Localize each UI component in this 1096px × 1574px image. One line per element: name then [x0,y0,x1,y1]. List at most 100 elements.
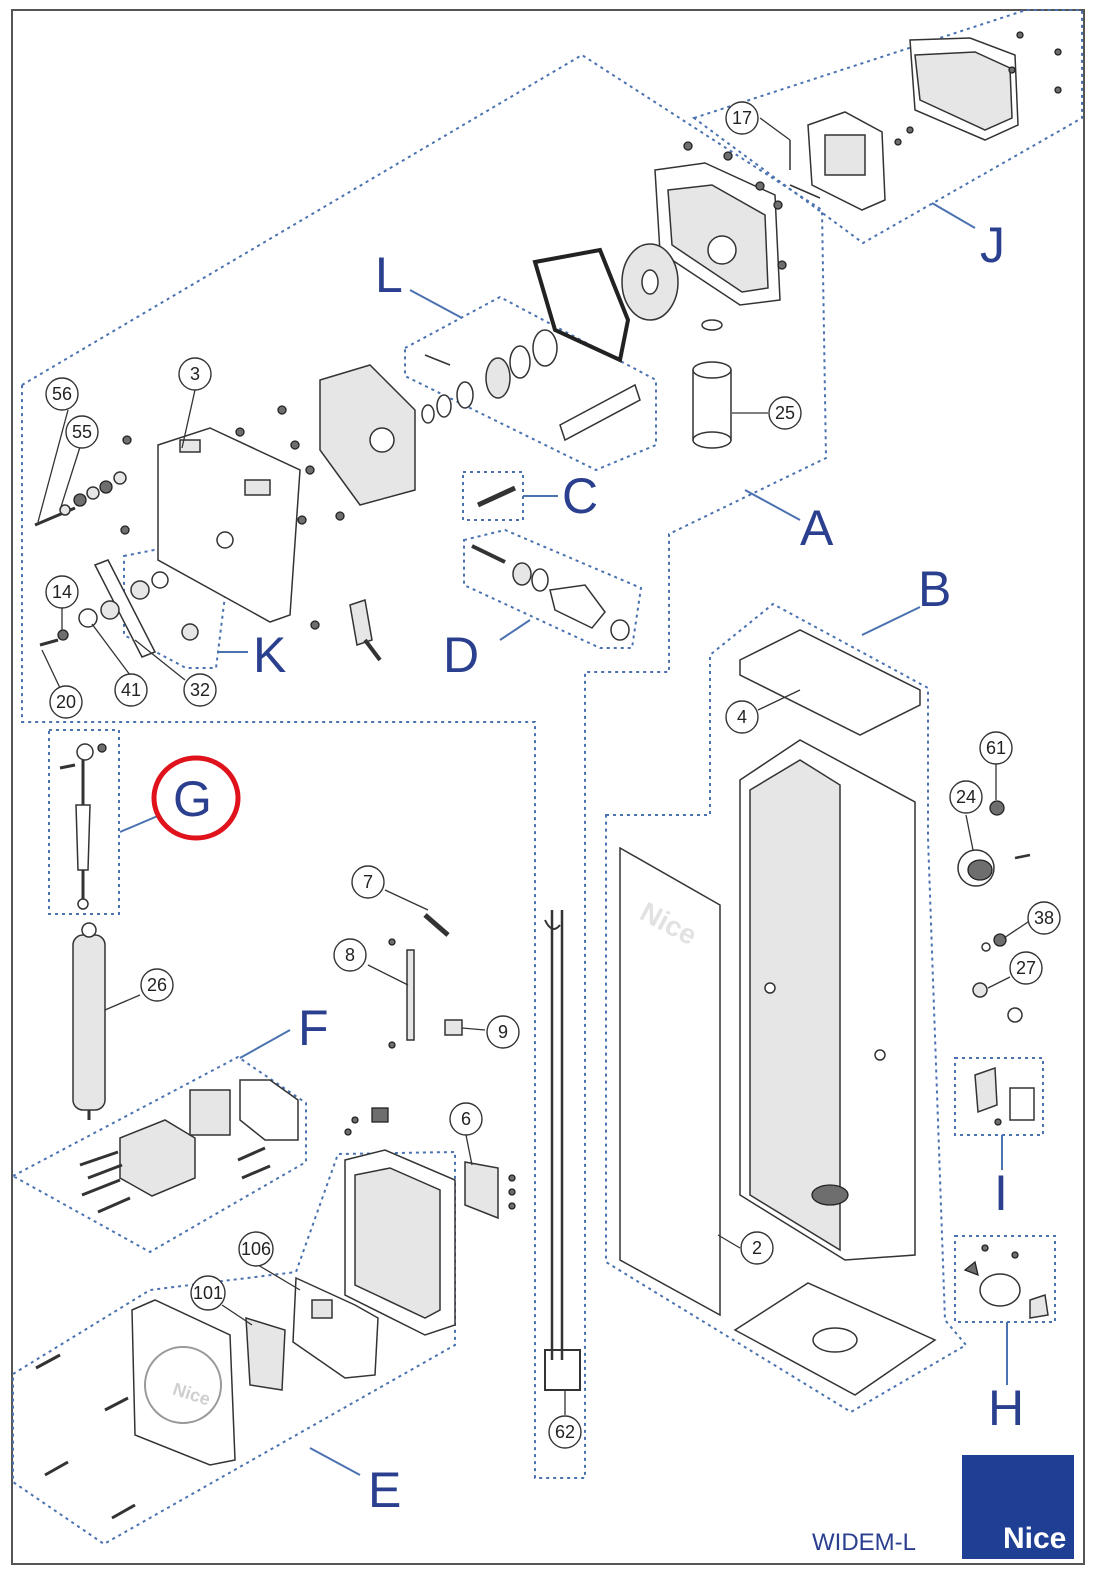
group-h-outline [954,1235,1056,1323]
svg-text:32: 32 [190,680,210,700]
callout-8: 8 [333,938,367,972]
group-label-g: G [173,771,212,827]
brand-logo-text: Nice [1003,1522,1066,1555]
cover-screws [35,1353,136,1520]
group-g-outline [48,729,120,915]
cabinet-lid [739,629,921,736]
group-label-b: B [918,561,951,617]
group-label-e: E [368,1462,401,1518]
group-j-outline [691,9,1083,245]
group-j-parts [789,31,1062,211]
svg-text:55: 55 [72,422,92,442]
group-label-h: H [988,1380,1024,1436]
cabinet-body [739,739,916,1261]
callout-27: 27 [1009,951,1043,985]
highlight-circle-g [151,755,241,841]
leader-j [931,202,976,229]
group-label-k: K [253,627,286,683]
capacitor [692,319,732,449]
group-label-j: J [980,217,1005,273]
gearbox-gasket [532,247,631,363]
group-label-i: I [994,1165,1008,1221]
callout-24: 24 [949,780,983,814]
svg-text:4: 4 [737,707,747,727]
svg-text:41: 41 [121,680,141,700]
svg-text:2: 2 [752,1238,762,1258]
svg-text:62: 62 [555,1422,575,1442]
group-b-outline [605,602,968,1414]
group-f-outline [10,1055,307,1254]
svg-text:101: 101 [193,1283,223,1303]
callout-41: 41 [114,673,148,707]
base-plate [733,1282,937,1396]
leader-l [409,289,463,319]
svg-text:6: 6 [461,1109,471,1129]
callout-7: 7 [351,865,385,899]
svg-text:27: 27 [1016,958,1036,978]
svg-text:106: 106 [241,1239,271,1259]
group-f-parts [79,1079,299,1214]
balance-spring [72,922,106,1120]
group-k-parts [130,571,199,641]
group-d-outline [463,528,643,649]
group-k-outline [123,548,228,669]
leader-d [499,619,531,641]
callout-9: 9 [486,1015,520,1049]
callout-4: 4 [725,700,759,734]
svg-text:25: 25 [775,403,795,423]
leader-b [861,606,921,636]
leader-f [239,1029,291,1059]
group-e-outline [12,1150,456,1546]
svg-text:14: 14 [52,582,72,602]
control-cover: Nice [131,1299,236,1466]
group-h-parts [963,1244,1049,1319]
group-label-a: A [800,500,834,556]
group-label-f: F [298,1000,329,1056]
callout-106: 106 [238,1231,274,1267]
brand-logo-box [962,1455,1074,1559]
leader-g [119,814,161,833]
svg-text:9: 9 [498,1022,508,1042]
callout-2: 2 [740,1231,774,1265]
callout-6: 6 [449,1102,483,1136]
grid-cover [319,364,416,506]
group-i-outline [954,1057,1044,1136]
svg-text:56: 56 [52,384,72,404]
group-a-outline [21,53,828,1479]
callout-25: 25 [768,396,802,430]
callout-38: 38 [1027,901,1061,935]
lever-assembly [39,559,157,658]
callout-61: 61 [979,731,1013,765]
svg-text:24: 24 [956,787,976,807]
callout-17: 17 [725,101,759,135]
group-l-parts [421,329,641,442]
callout-32: 32 [183,673,217,707]
limit-parts [388,913,463,1049]
group-d-parts [471,544,630,641]
svg-text:7: 7 [363,872,373,892]
svg-text:38: 38 [1034,908,1054,928]
callout-101: 101 [190,1275,226,1311]
callout-56: 56 [45,377,79,411]
bracket-6 [464,1161,516,1220]
callout-20: 20 [49,685,83,719]
control-box [344,1107,456,1336]
diagram-frame [11,9,1085,1565]
cabinet-door: Nice [619,846,721,1317]
svg-text:3: 3 [190,364,200,384]
anchor-rod [544,910,581,1391]
group-g-parts [59,743,107,910]
leader-a [744,489,801,521]
gearbox-gear [621,243,679,321]
group-l-outline [404,295,657,472]
callout-62: 62 [548,1415,582,1449]
group-i-parts [974,1066,1035,1126]
control-board [292,1276,379,1379]
svg-text:17: 17 [732,108,752,128]
callout-14: 14 [45,575,79,609]
spring-bolt [349,599,382,662]
svg-text:61: 61 [986,738,1006,758]
screw-washer-stack [34,471,127,527]
callout-3: 3 [178,357,212,391]
